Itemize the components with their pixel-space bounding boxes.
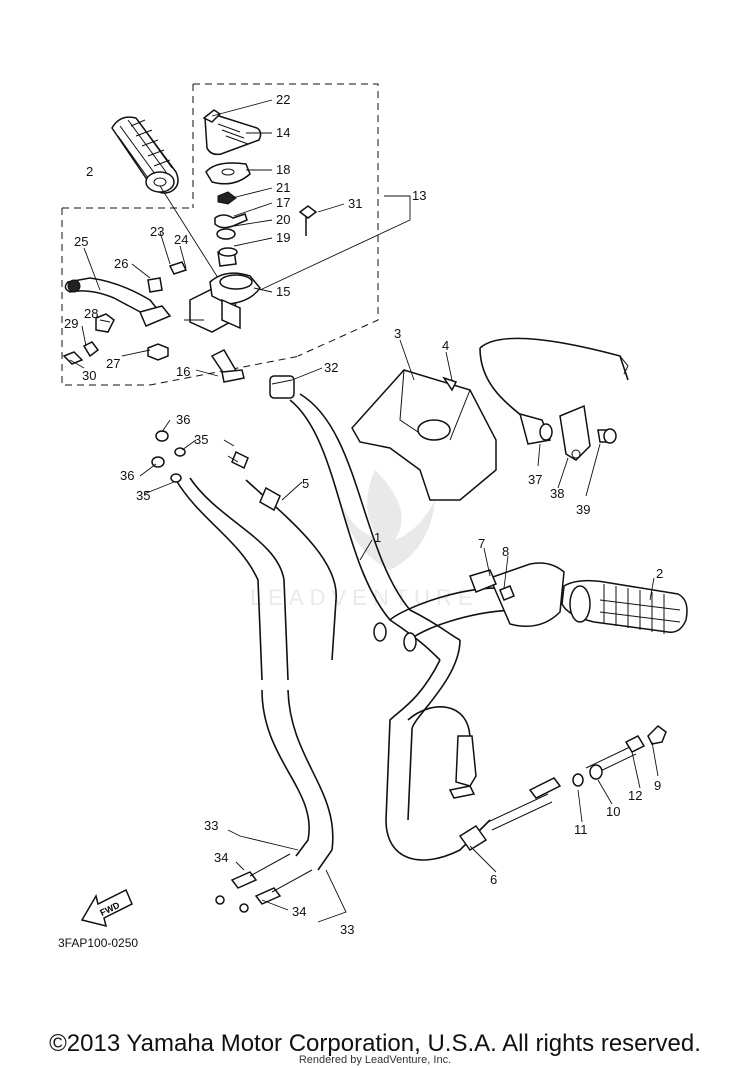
- callout-14: 14: [276, 125, 290, 140]
- callout-34-upper: 34: [214, 850, 228, 865]
- watermark: LEADVENTURE: [250, 470, 479, 610]
- callout-15: 15: [276, 284, 290, 299]
- callout-25: 25: [74, 234, 88, 249]
- callout-8: 8: [502, 544, 509, 559]
- diagram-code: 3FAP100-0250: [58, 936, 139, 950]
- callout-32: 32: [324, 360, 338, 375]
- callout-3: 3: [394, 326, 401, 341]
- callout-33-lower: 33: [340, 922, 354, 937]
- callout-13: 13: [412, 188, 426, 203]
- callout-5: 5: [302, 476, 309, 491]
- callout-29: 29: [64, 316, 78, 331]
- right-grip-assembly: [469, 562, 688, 634]
- leader-lines: [69, 99, 659, 923]
- svg-text:LEADVENTURE: LEADVENTURE: [250, 585, 479, 610]
- callout-17: 17: [276, 195, 290, 210]
- adjuster-parts: [572, 725, 667, 787]
- callout-38: 38: [550, 486, 564, 501]
- callout-33-upper: 33: [204, 818, 218, 833]
- callout-1: 1: [374, 530, 381, 545]
- callout-4: 4: [442, 338, 449, 353]
- handlebar-cover: [351, 369, 497, 501]
- callout-19: 19: [276, 230, 290, 245]
- callout-9: 9: [654, 778, 661, 793]
- callout-6: 6: [490, 872, 497, 887]
- rendered-by-notice: Rendered by LeadVenture, Inc.: [298, 1054, 452, 1066]
- callout-7: 7: [478, 536, 485, 551]
- callout-34-lower: 34: [292, 904, 306, 919]
- callout-18: 18: [276, 162, 290, 177]
- callout-37: 37: [528, 472, 542, 487]
- callout-2-right: 2: [656, 566, 663, 581]
- callout-31: 31: [348, 196, 362, 211]
- callout-28: 28: [84, 306, 98, 321]
- callout-10: 10: [606, 804, 620, 819]
- throttle-cable-lower: [385, 706, 562, 861]
- callout-16: 16: [176, 364, 190, 379]
- callout-35-upper: 35: [194, 432, 208, 447]
- copyright-notice: ©2013 Yamaha Motor Corporation, U.S.A. A…: [49, 1030, 701, 1057]
- callout-21: 21: [276, 180, 290, 195]
- callouts: 22 14 18 21 17 20 19 15 31 13 2 23 24 25…: [64, 92, 663, 937]
- callout-26: 26: [114, 256, 128, 271]
- callout-2-left: 2: [86, 164, 93, 179]
- throttle-cable-upper: [479, 337, 629, 461]
- brake-cables: [151, 430, 337, 913]
- fwd-arrow: FWD: [80, 888, 133, 928]
- handlebar: [269, 375, 521, 821]
- brake-lever: [64, 277, 172, 327]
- callout-22: 22: [276, 92, 290, 107]
- master-cylinder: [184, 272, 261, 333]
- callout-36-lower: 36: [120, 468, 134, 483]
- callout-30: 30: [82, 368, 96, 383]
- callout-12: 12: [628, 788, 642, 803]
- callout-23: 23: [150, 224, 164, 239]
- callout-20: 20: [276, 212, 290, 227]
- callout-36-upper: 36: [176, 412, 190, 427]
- callout-11: 11: [574, 822, 588, 837]
- callout-39: 39: [576, 502, 590, 517]
- callout-27: 27: [106, 356, 120, 371]
- holder-parts: [62, 109, 318, 383]
- callout-24: 24: [174, 232, 188, 247]
- callout-35-lower: 35: [136, 488, 150, 503]
